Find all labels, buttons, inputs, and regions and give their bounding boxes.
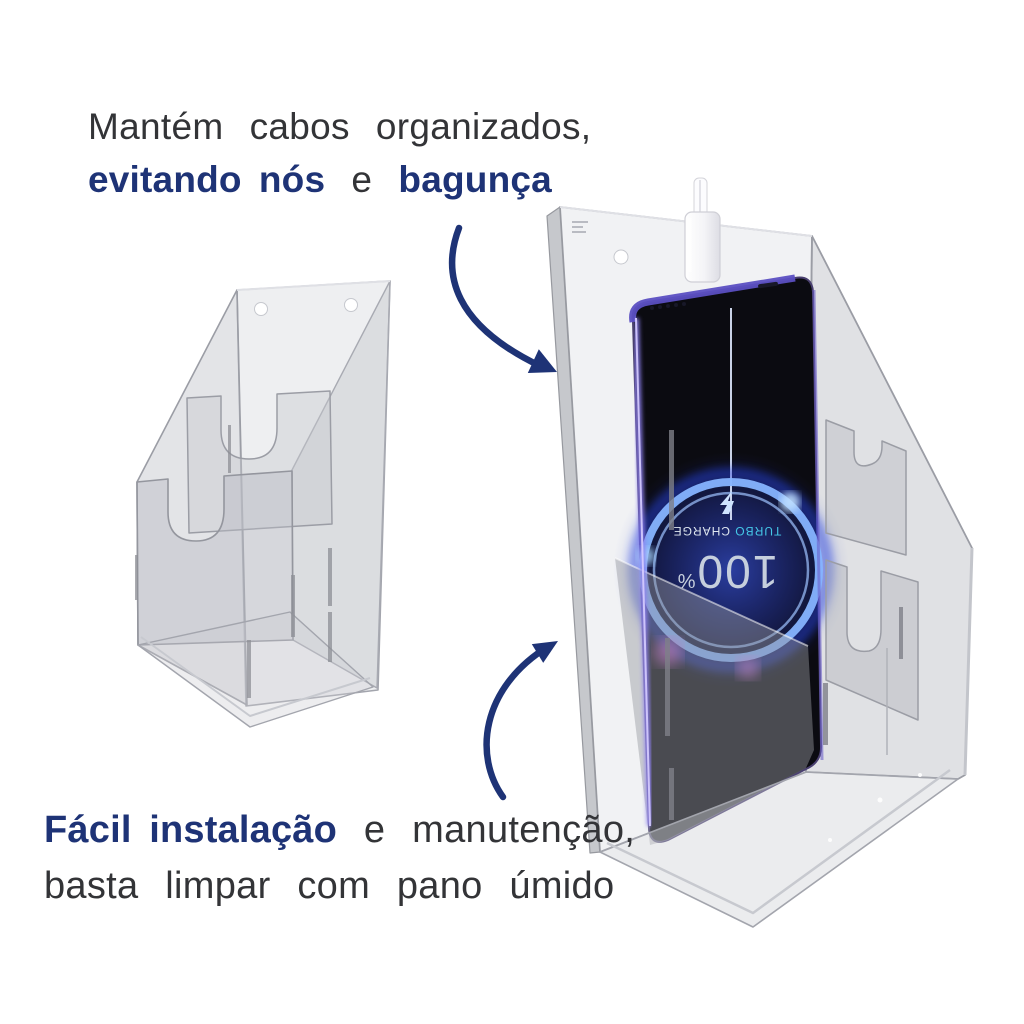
caption-highlight: Fácil instalação bbox=[44, 809, 338, 851]
lower-pocket bbox=[825, 559, 919, 721]
caption-text: basta limpar com pano úmido bbox=[44, 865, 615, 907]
caption-text: Mantém cabos organizados, bbox=[88, 106, 592, 147]
pocket-edge-highlight bbox=[614, 557, 809, 647]
seam-marks bbox=[665, 430, 903, 820]
charging-cable bbox=[684, 177, 721, 283]
middle-pocket bbox=[825, 419, 907, 556]
dust-specks bbox=[828, 773, 922, 842]
box-bottom bbox=[599, 771, 959, 928]
caption-highlight: evitando nós bbox=[88, 159, 326, 200]
charging-status-text: TURBO CHARGE bbox=[673, 524, 782, 538]
curved-arrow-bottom-icon bbox=[483, 641, 558, 801]
caption-text: e bbox=[325, 159, 399, 200]
right-wall-thickness bbox=[963, 547, 974, 776]
box-bottom bbox=[137, 611, 374, 728]
charging-phone: 100% TURBO CHARGE bbox=[613, 274, 849, 845]
top-caption: Mantém cabos organizados, evitando nós e… bbox=[88, 100, 591, 206]
bottom-caption-line1: Fácil instalação e manutenção, bbox=[44, 802, 635, 858]
seam-marks bbox=[135, 425, 332, 698]
screw-hole-icon bbox=[254, 302, 268, 316]
phone-left-edge bbox=[635, 317, 651, 827]
lightning-bolt-icon bbox=[720, 491, 734, 514]
box-bottom-rim bbox=[606, 768, 951, 915]
usb-connector bbox=[684, 211, 721, 283]
top-caption-line2: evitando nós e bagunça bbox=[88, 153, 591, 206]
screw-hole-icon bbox=[344, 298, 358, 312]
caption-text: e manutenção, bbox=[337, 809, 636, 851]
bottom-caption-line2: basta limpar com pano úmido bbox=[44, 858, 635, 914]
curved-arrow-top-icon bbox=[448, 224, 557, 373]
caption-highlight: bagunça bbox=[398, 159, 552, 200]
battery-percent: 100% bbox=[676, 546, 779, 598]
front-pocket bbox=[136, 470, 294, 646]
top-edge-highlight bbox=[236, 280, 391, 291]
engraved-mark bbox=[572, 221, 588, 233]
phone-right-edge bbox=[812, 289, 824, 761]
box-bottom-rim bbox=[140, 636, 371, 717]
screw-hole-icon bbox=[613, 249, 629, 265]
side-wall-left bbox=[546, 206, 601, 854]
phone-top-ports bbox=[650, 281, 778, 310]
top-caption-line1: Mantém cabos organizados, bbox=[88, 100, 591, 153]
charge-readout: 100% TURBO CHARGE bbox=[673, 491, 782, 598]
bottom-caption: Fácil instalação e manutenção, basta lim… bbox=[44, 802, 635, 914]
acrylic-holder-empty bbox=[135, 280, 391, 728]
acrylic-holder-with-phone: 100% TURBO CHARGE bbox=[546, 177, 974, 928]
phone-top-frame bbox=[629, 274, 796, 323]
pocket-wall-overlay bbox=[615, 558, 814, 845]
